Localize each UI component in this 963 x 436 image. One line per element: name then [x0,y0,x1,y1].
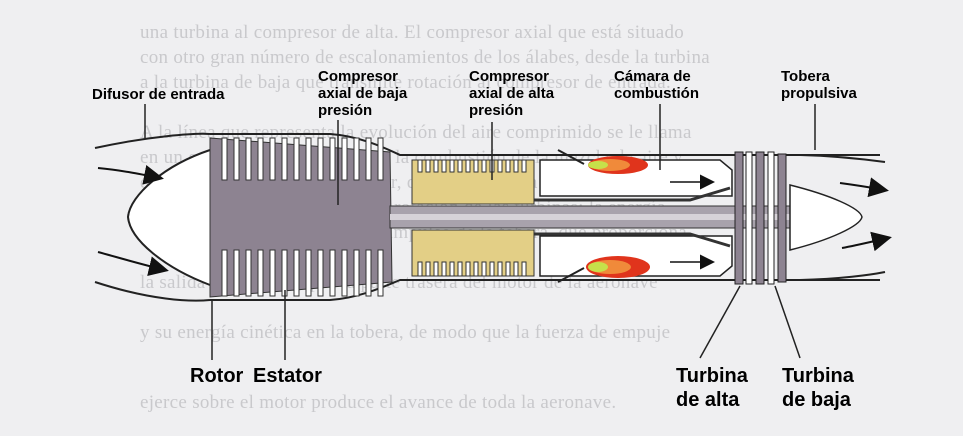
label-compresor-baja: Compresor axial de baja presión [318,68,408,119]
compressor-blade [457,159,463,173]
airflow-in-bottom-arrow [97,251,169,276]
compressor-blade [433,261,439,277]
flame-top [588,156,648,174]
compressor-blade [377,137,384,181]
label-turbina-alta: Turbina de alta [676,365,748,411]
shaft-link-bottom [534,232,731,248]
compressor-blade [317,249,324,297]
label-camara-combustion: Cámara de combustión [614,68,699,102]
background-text-line: con otro gran número de escalonamientos … [140,47,711,68]
airflow-in-top-arrow [97,165,164,185]
compressor-blade [221,249,228,297]
background-text-line: una turbina al compresor de alta. El com… [140,22,685,43]
nozzle-upper [799,154,886,163]
compressor-blade [353,249,360,297]
compressor-blade [417,261,423,277]
compressor-blade [417,159,423,173]
airflow-out-bottom-arrow [841,231,892,252]
compressor-blade [317,137,324,181]
compressor-blade [305,249,312,297]
compressor-blade [441,159,447,173]
shaft-link-top [534,186,731,202]
compressor-blade [245,249,252,297]
compressor-blade [513,261,519,277]
compressor-blade [449,159,455,173]
compressor-blade [457,261,463,277]
inlet-spinner [126,149,211,286]
high-pressure-compressor-blades-top [417,159,527,173]
inlet-lower-cowl [94,281,211,302]
compressor-blade [293,137,300,181]
background-text-line: A la línea que representa la evolución d… [140,122,692,143]
compressor-blade [521,159,527,173]
compressor-blade [481,159,487,173]
label-rotor: Rotor [190,365,244,387]
fuel-injector-top [557,149,585,165]
inlet-upper-cowl [94,132,211,149]
label-compresor-alta: Compresor axial de alta presión [469,68,555,119]
compressor-blade [425,159,431,173]
compressor-blade [341,137,348,181]
compressor-blade [245,137,252,181]
compressor-blade [473,159,479,173]
compressor-blade [281,249,288,297]
compressor-blade [489,261,495,277]
compressor-blade [513,159,519,173]
low-pressure-turbine [755,151,787,285]
combustion-chamber-top [539,159,733,197]
compressor-blade [449,261,455,277]
label-turbina-baja: Turbina de baja [782,365,854,411]
low-pressure-compressor-blades-top [221,137,384,181]
compressor-blade [293,249,300,297]
compressor-blade [465,261,471,277]
compressor-blade [497,159,503,173]
compressor-blade [473,261,479,277]
nozzle-lower [799,271,886,281]
compressor-blade [365,137,372,181]
compressor-blade [433,159,439,173]
label-difusor-de-entrada: Difusor de entrada [92,86,225,103]
compressor-blade [365,249,372,297]
compressor-blade [329,249,336,297]
background-text-line: a la turbina de baja que transmite rotac… [140,72,672,93]
compressor-blade [281,137,288,181]
compressor-blade [497,261,503,277]
compressor-blade [305,137,312,181]
compressor-blade [221,137,228,181]
label-estator: Estator [253,365,322,387]
label-tobera-propulsiva: Tobera propulsiva [781,68,857,102]
compressor-blade [233,137,240,181]
high-pressure-compressor-blades-bottom [417,261,527,277]
compressor-blade [257,249,264,297]
compressor-blade [233,249,240,297]
high-pressure-turbine [734,151,753,285]
compressor-blade [505,261,511,277]
compressor-blade [521,261,527,277]
airflow-out-top-arrow [839,177,889,198]
compressor-blade [257,137,264,181]
compressor-blade [505,159,511,173]
compressor-blade [377,249,384,297]
compressor-blade [465,159,471,173]
inner-shaft-line [390,214,800,220]
compressor-blade [341,249,348,297]
compressor-blade [425,261,431,277]
exhaust-cone [789,184,863,251]
compressor-blade [353,137,360,181]
compressor-blade [441,261,447,277]
fuel-injector-bottom [557,267,585,283]
compressor-blade [269,137,276,181]
leader-turbina-alta [699,285,741,359]
background-text-line: ejerce sobre el motor produce el avance … [140,392,617,413]
compressor-blade [481,261,487,277]
flame-bottom [586,256,650,278]
leader-turbina-baja [774,285,801,359]
compressor-blade [329,137,336,181]
background-text-line: y su energía cinética en la tobera, de m… [140,322,671,343]
compressor-blade [269,249,276,297]
